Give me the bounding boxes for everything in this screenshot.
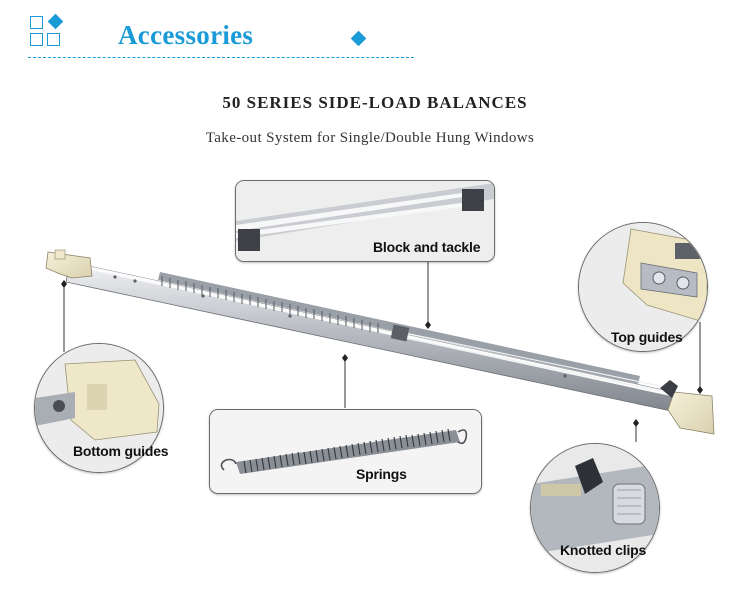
logo-squares-icon — [28, 13, 68, 50]
bottom-guides-image — [35, 344, 163, 472]
springs-callout — [209, 409, 482, 494]
springs-label: Springs — [356, 466, 407, 482]
knotted-clips-callout — [530, 443, 660, 573]
top-guides-label: Top guides — [611, 329, 683, 345]
block-and-tackle-callout — [235, 180, 495, 262]
top-guides-callout — [578, 222, 708, 352]
product-title: 50 SERIES SIDE-LOAD BALANCES — [222, 93, 528, 112]
logo-square — [30, 33, 43, 46]
block-and-tackle-label: Block and tackle — [373, 239, 481, 255]
header-divider — [28, 57, 414, 58]
knotted-clips-image — [531, 444, 659, 572]
bottom-guides-callout — [34, 343, 164, 473]
knotted-clips-label: Knotted clips — [560, 542, 647, 558]
section-title: Accessories — [118, 20, 254, 50]
top-guides-image — [579, 223, 707, 351]
bottom-guides-label: Bottom guides — [73, 443, 169, 459]
product-subtitle: Take-out System for Single/Double Hung W… — [205, 130, 535, 146]
spring-image — [210, 410, 481, 493]
logo-square — [30, 16, 43, 29]
logo-square — [47, 33, 60, 46]
block-and-tackle-image — [236, 181, 494, 261]
